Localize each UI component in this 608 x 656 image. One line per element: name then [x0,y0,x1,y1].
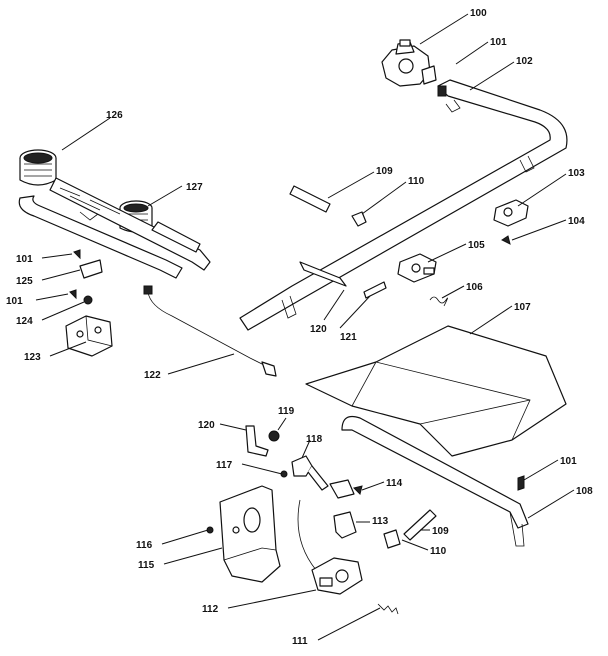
orifice-rod-109-lower [403,509,437,541]
safety-valve-112 [297,499,363,595]
bracket-115 [219,485,281,583]
label-114: 114 [386,478,403,489]
igniter-118 [291,455,329,491]
bracket-114-area [329,479,363,499]
nut-124 [83,295,93,305]
label-123: 123 [24,352,41,363]
clip-120-upper [299,261,347,287]
burner-box [305,325,567,457]
lower-manifold-108 [341,415,529,547]
bracket-123 [65,315,113,357]
label-103: 103 [568,168,585,179]
label-126: 126 [106,110,123,121]
label-100: 100 [470,8,487,19]
bracket-125 [79,259,103,279]
screw-101-right [517,475,525,491]
spring-106 [429,296,448,307]
label-111: 111 [292,636,308,647]
ignitor-wire-122 [143,285,277,377]
leader-lines [35,13,575,641]
label-127: 127 [186,182,203,193]
label-121: 121 [340,332,357,343]
label-110-top: 110 [408,176,425,187]
label-101-left-a: 101 [16,254,33,265]
label-125: 125 [16,276,33,287]
label-101-left-b: 101 [6,296,23,307]
label-101-right: 101 [560,456,577,467]
orifice-110 [351,211,367,227]
label-124: 124 [16,316,33,327]
label-115: 115 [138,560,155,571]
valve-103 [493,199,529,227]
label-107: 107 [514,302,531,313]
label-106: 106 [466,282,483,293]
screw-104 [501,235,511,245]
orifice-rod-109 [289,185,331,213]
screw-101-left-a [73,249,81,260]
clip-120-lower [245,425,269,457]
label-119: 119 [278,406,295,417]
label-118: 118 [306,434,323,445]
label-101-top: 101 [490,37,507,48]
label-112: 112 [202,604,219,615]
burner-tubes [18,177,211,279]
part-labels: 100 101 102 103 104 105 106 107 109 110 … [6,8,593,647]
valve-105 [397,253,437,283]
label-116: 116 [136,540,153,551]
label-122: 122 [144,370,161,381]
orifice-110-lower [383,529,401,549]
screw-101-left-b [69,289,77,300]
pressure-regulator [381,39,437,87]
label-117: 117 [216,460,233,471]
label-109-lower: 109 [432,526,449,537]
label-108-right: 108 [576,486,593,497]
label-105: 105 [468,240,485,251]
label-113: 113 [372,516,389,527]
elbow-113 [333,511,357,539]
grommet-119 [268,430,280,442]
label-110-lower: 110 [430,546,447,557]
label-109-top: 109 [376,166,393,177]
manifold-pipe [239,79,568,331]
label-120-top: 120 [310,324,327,335]
spring-111 [377,603,399,615]
spark-wire-121 [363,281,387,299]
label-104: 104 [568,216,585,227]
label-102: 102 [516,56,533,67]
rear-burner [19,149,57,186]
label-120-lower: 120 [198,420,215,431]
